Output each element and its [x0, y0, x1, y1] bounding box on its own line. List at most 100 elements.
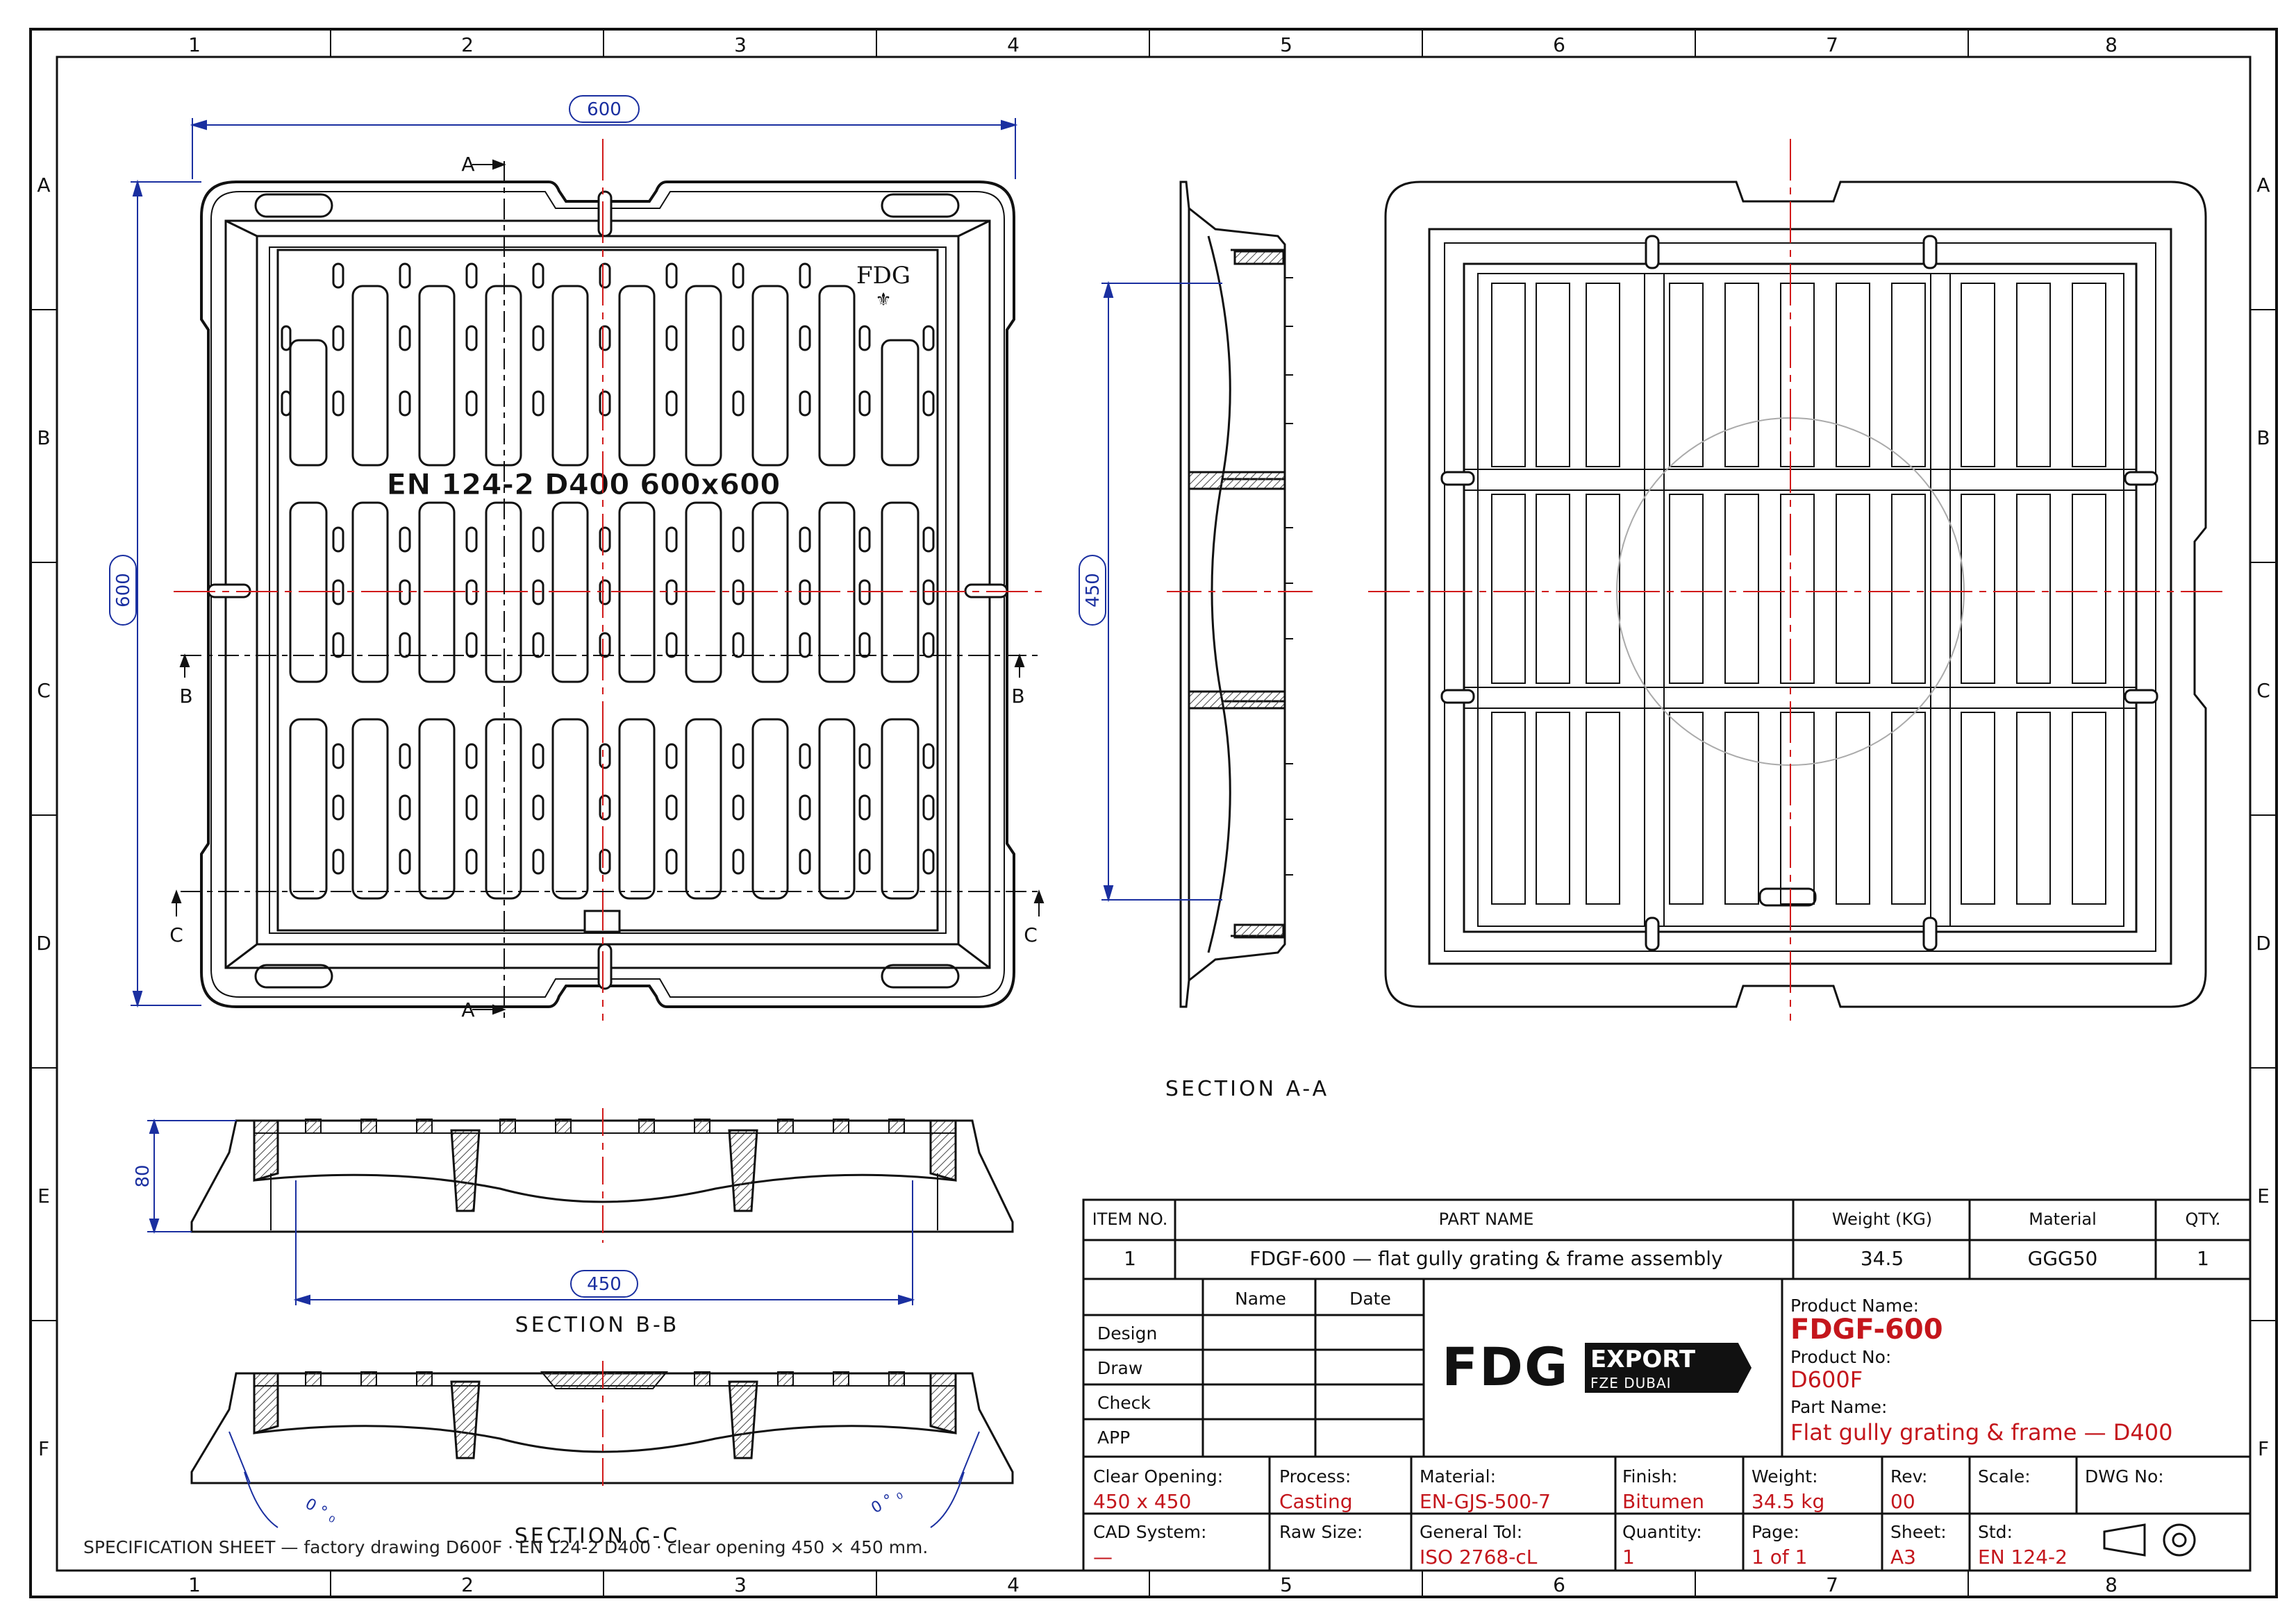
zone-col-6-top: 6 [1553, 33, 1565, 56]
field-page-label: Page: [1752, 1522, 1799, 1542]
zone-row-d-right: D [2256, 932, 2271, 955]
field-sheet-value: A3 [1890, 1546, 1916, 1568]
field-std-value: EN 124-2 [1978, 1546, 2068, 1568]
field-weight-value: 34.5 kg [1752, 1490, 1825, 1513]
section-marker-a-bottom: A [461, 998, 474, 1021]
field-rev-value: 00 [1890, 1490, 1915, 1513]
zone-row-a-left: A [37, 174, 50, 196]
product-name-label: Product Name: [1790, 1296, 1920, 1316]
zone-col-7-bottom: 7 [1826, 1573, 1838, 1596]
bottom-view-centerlines [1368, 139, 2222, 1021]
zone-col-8-top: 8 [2105, 33, 2118, 56]
bom-header-item: ITEM NO. [1092, 1209, 1168, 1229]
field-clear-opening-value: 450 x 450 [1093, 1490, 1192, 1513]
bom-cell-weight: 34.5 [1860, 1247, 1904, 1270]
svg-text:0 ° ₀: 0 ° ₀ [869, 1486, 906, 1518]
zone-row-a-right: A [2256, 174, 2270, 196]
section-marker-c-right: C [1024, 923, 1038, 946]
field-general-tol-label: General Tol: [1420, 1522, 1523, 1542]
part-name-value: Flat gully grating & frame — D400 [1790, 1419, 2173, 1446]
bom-header-part-name: PART NAME [1438, 1209, 1534, 1229]
company-logo: FDG EXPORT FZE DUBAI [1442, 1336, 1768, 1398]
zone-row-c-right: C [2256, 679, 2270, 702]
grating-marking: EN 124-2 D400 600x600 [387, 467, 781, 501]
projection-symbol [2103, 1523, 2196, 1557]
part-name-label: Part Name: [1790, 1397, 1888, 1417]
top-view-centerlines [174, 139, 1042, 1021]
zone-col-1-bottom: 1 [188, 1573, 201, 1596]
product-no-value: D600F [1790, 1366, 1863, 1393]
field-material-label: Material: [1420, 1466, 1496, 1487]
zone-col-3-top: 3 [734, 33, 747, 56]
dim-bb-height-value: 80 [133, 1164, 153, 1187]
bom-cell-item: 1 [1124, 1247, 1136, 1270]
angle-markers: 0 ° ₀ 0 ° ₀ [228, 1431, 980, 1528]
zone-col-4-bottom: 4 [1007, 1573, 1020, 1596]
zone-col-2-top: 2 [461, 33, 474, 56]
dim-bb-opening-value: 450 [587, 1274, 622, 1295]
field-sheet-label: Sheet: [1890, 1522, 1947, 1542]
approvals-row-app: APP [1097, 1428, 1131, 1448]
bom-cell-part-name: FDGF-600 — flat gully grating & frame as… [1249, 1247, 1723, 1270]
field-cad-system-label: CAD System: [1093, 1522, 1207, 1542]
zone-col-4-top: 4 [1007, 33, 1020, 56]
product-name-value: FDGF-600 [1790, 1314, 1943, 1346]
zone-ticks [31, 29, 2277, 1597]
field-std-label: Std: [1978, 1522, 2013, 1542]
dim-top-width-value: 600 [587, 99, 622, 120]
specification-note: SPECIFICATION SHEET — factory drawing D6… [83, 1537, 929, 1557]
section-marker-a-top: A [461, 153, 474, 176]
field-raw-size-label: Raw Size: [1279, 1522, 1363, 1542]
svg-text:0 ° ₀: 0 ° ₀ [302, 1496, 340, 1527]
approvals-col-name: Name [1235, 1289, 1286, 1309]
bom-header-material: Material [2029, 1209, 2097, 1229]
dim-top-width [190, 95, 1018, 179]
field-process-label: Process: [1279, 1466, 1351, 1487]
zone-row-d-left: D [36, 932, 51, 955]
field-quantity-label: Quantity: [1622, 1522, 1702, 1542]
logo-banner [1585, 1343, 1752, 1393]
section-a-a-title: SECTION A-A [1165, 1077, 1329, 1101]
field-general-tol-value: ISO 2768-cL [1420, 1546, 1538, 1568]
approvals-row-check: Check [1097, 1393, 1151, 1413]
zone-col-8-bottom: 8 [2105, 1573, 2118, 1596]
zone-col-6-bottom: 6 [1553, 1573, 1565, 1596]
section-b-b-view [190, 1119, 1014, 1233]
section-c-c-title: SECTION C-C [515, 1524, 680, 1548]
zone-col-3-bottom: 3 [734, 1573, 747, 1596]
field-rev-label: Rev: [1890, 1466, 1928, 1487]
field-quantity-value: 1 [1622, 1546, 1635, 1568]
field-cad-system-value: — [1093, 1546, 1113, 1568]
section-marker-b-left: B [179, 685, 192, 708]
trident-icon: ⚜ [875, 290, 891, 310]
logo-line2: FZE DUBAI [1590, 1375, 1672, 1391]
zone-col-2-bottom: 2 [461, 1573, 474, 1596]
dim-left-height-value: 600 [113, 573, 134, 608]
frame-slots [254, 193, 960, 989]
zone-labels: 1 2 3 4 5 6 7 8 1 2 3 4 5 6 7 8 A B C D … [36, 33, 2271, 1596]
bom-header-weight: Weight (KG) [1831, 1209, 1933, 1229]
field-weight-label: Weight: [1752, 1466, 1818, 1487]
field-scale-label: Scale: [1978, 1466, 2031, 1487]
section-c-c-view [190, 1371, 1014, 1484]
bom-header-qty: QTY. [2185, 1209, 2221, 1229]
logo-mark: FDG [1442, 1336, 1570, 1398]
grating-logo: FDG [856, 262, 910, 290]
section-a-a-view [1179, 181, 1293, 1008]
bom-cell-qty: 1 [2197, 1247, 2209, 1270]
grating-plate [276, 249, 939, 932]
dim-left-height [109, 179, 201, 1008]
section-cut-lines [181, 161, 1042, 1021]
field-clear-opening-label: Clear Opening: [1093, 1466, 1224, 1487]
bottom-view [1384, 181, 2207, 1008]
zone-row-e-left: E [38, 1184, 50, 1207]
zone-col-5-bottom: 5 [1280, 1573, 1292, 1596]
frame-outline [200, 181, 1015, 1008]
dim-bb-height [147, 1118, 236, 1234]
approvals-row-draw: Draw [1097, 1358, 1143, 1378]
zone-row-b-right: B [2256, 426, 2270, 449]
bom-cell-material: GGG50 [2027, 1247, 2098, 1270]
field-page-value: 1 of 1 [1752, 1546, 1808, 1568]
approvals-row-design: Design [1097, 1323, 1158, 1343]
